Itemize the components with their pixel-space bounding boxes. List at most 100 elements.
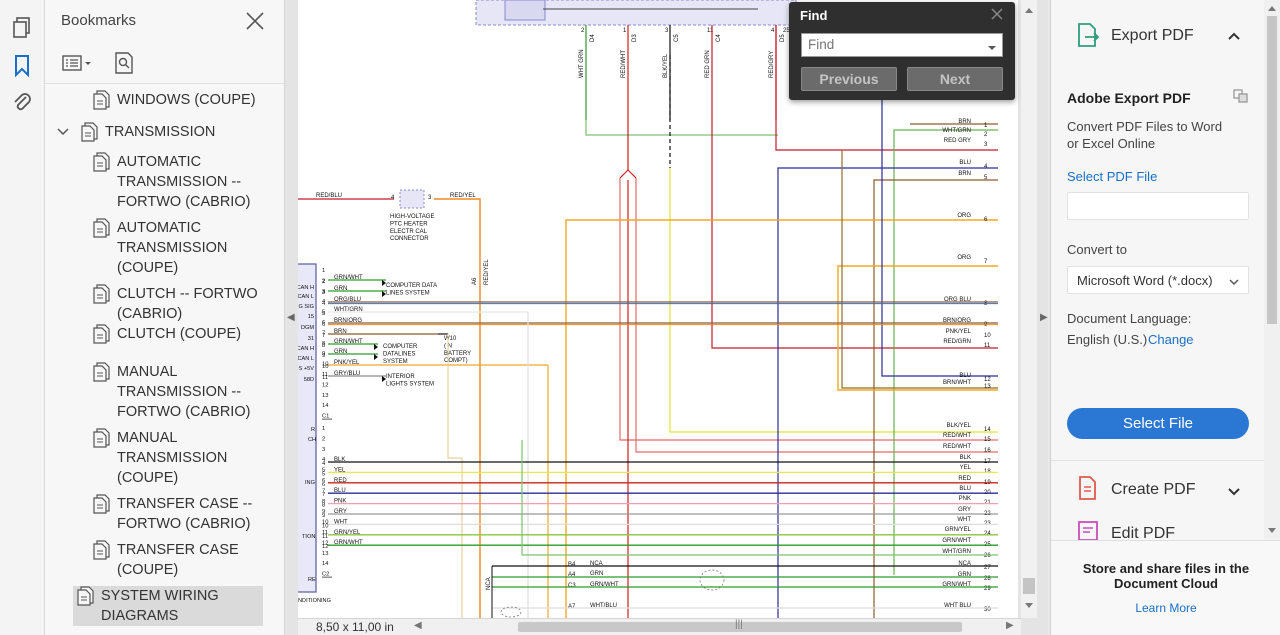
wire-color-label: WHT GRN [579, 49, 585, 78]
change-language-link[interactable]: Change [1148, 332, 1194, 347]
wire [777, 167, 998, 618]
wire-color-label: BLU [959, 160, 971, 166]
find-previous-button[interactable]: Previous [801, 67, 897, 91]
create-pdf-tool[interactable]: Create PDF [1111, 481, 1196, 498]
module-pin-number: 4 [322, 299, 326, 305]
bookmark-folder[interactable]: TRANSMISSION [57, 122, 215, 142]
page-size-label: 8,50 x 11,00 in [316, 620, 394, 634]
bookmark-item[interactable]: MANUAL TRANSMISSION (COUPE) [93, 428, 227, 488]
expand-right-panel-icon[interactable]: ▶ [1040, 312, 1048, 323]
close-icon[interactable] [989, 6, 1005, 22]
bookmark-item[interactable]: TRANSFER CASE (COUPE) [93, 540, 239, 580]
connector-name: CONNECTOR [390, 236, 429, 242]
edit-pdf-tool[interactable]: Edit PDF [1111, 525, 1176, 540]
document-language-value: English (U.S.) [1067, 332, 1148, 347]
learn-more-link[interactable]: Learn More [1135, 601, 1197, 615]
scroll-left-icon[interactable]: ◀ [414, 620, 422, 631]
wire-color-label: GRN [334, 349, 347, 355]
module-pin-label: G SIG [298, 304, 314, 310]
bookmarks-icon[interactable] [10, 54, 34, 78]
selected-file-field[interactable] [1067, 192, 1249, 220]
bookmark-page-icon [93, 362, 111, 382]
arrow-icon [374, 344, 378, 350]
bookmark-page-icon [93, 494, 111, 514]
module-pin-number: 13 [322, 551, 328, 557]
cloud-services-icon[interactable] [1232, 88, 1250, 109]
pin-number: 27 [984, 565, 991, 571]
scroll-right-icon[interactable]: ▶ [1006, 620, 1014, 631]
module-pin-number: 11 [322, 372, 328, 378]
module-pin-number: 6 [322, 320, 325, 326]
connector-tag: C2 [322, 572, 329, 578]
system-name: INTERIOR [386, 374, 415, 380]
bookmark-folder[interactable]: SYSTEM WIRING DIAGRAMS [73, 586, 263, 626]
wire-color-label: GRY [958, 507, 971, 513]
document-horizontal-scrollbar[interactable]: 8,50 x 11,00 in ◀ ||| ▶ [298, 618, 1021, 635]
module-pin-number: 9 [322, 353, 325, 359]
bookmark-page-icon [93, 428, 111, 448]
module-pin-number: 8 [322, 341, 325, 347]
select-file-button[interactable]: Select File [1067, 408, 1249, 439]
bookmark-item[interactable]: CLUTCH (COUPE) [93, 324, 241, 344]
wire-color-label: ORG/BLU [334, 297, 361, 303]
bookmark-item[interactable]: MANUAL TRANSMISSION -- FORTWO (CABRIO) [93, 362, 250, 422]
chevron-up-icon[interactable] [1227, 28, 1241, 46]
pin-number: 3 [665, 28, 669, 34]
pin-number: 12 [984, 377, 991, 383]
connector-tag: C1 [322, 414, 329, 420]
bookmark-item[interactable]: WINDOWS (COUPE) [93, 90, 256, 110]
scrollbar-thumb[interactable] [1267, 16, 1277, 324]
module-text: NDITIONING [298, 598, 331, 604]
wire-color-label: RED/GRN [943, 339, 971, 345]
chevron-down-icon[interactable] [987, 40, 997, 55]
bookmark-item[interactable]: TRANSFER CASE -- FORTWO (CABRIO) [93, 494, 252, 534]
bookmark-item[interactable]: AUTOMATIC TRANSMISSION -- FORTWO (CABRIO… [93, 152, 250, 212]
document-vertical-scrollbar[interactable] [1021, 0, 1037, 618]
module-pin-number: 11 [322, 530, 328, 536]
wire-color-label: BRN [958, 119, 971, 125]
list-options-icon [62, 55, 91, 71]
bookmark-label: CLUTCH -- FORTWO (CABRIO) [117, 286, 258, 322]
pin-number: 3 [428, 195, 432, 201]
chevron-down-icon[interactable] [57, 122, 71, 142]
bookmark-item[interactable]: AUTOMATIC TRANSMISSION (COUPE) [93, 218, 227, 278]
collapse-left-panel-icon[interactable]: ◀ [287, 312, 295, 323]
module-pin-number: 5 [322, 311, 325, 317]
tools-panel-scrollbar[interactable] [1264, 0, 1280, 540]
document-language-label: Document Language: [1067, 311, 1192, 326]
wire-color-label: NCA [486, 577, 492, 590]
wire-color-label: RED GRN [705, 50, 711, 78]
wire-color-label: GRN/WHT [942, 538, 971, 544]
chevron-down-icon[interactable] [1227, 484, 1241, 502]
convert-to-select[interactable]: Microsoft Word (*.docx) [1067, 266, 1249, 294]
select-pdf-link[interactable]: Select PDF File [1067, 169, 1158, 184]
export-pdf-title[interactable]: Export PDF [1111, 27, 1194, 44]
new-bookmark-button[interactable] [113, 50, 135, 76]
wire-color-label: GRY/BLU [334, 371, 360, 377]
wire [521, 440, 998, 556]
scrollbar-thumb[interactable] [1023, 578, 1035, 594]
connector-name: HIGH-VOLTAGE [390, 214, 434, 220]
find-next-button[interactable]: Next [907, 67, 1003, 91]
module-pin-number: 6 [322, 478, 325, 484]
bookmark-label: WINDOWS (COUPE) [117, 92, 256, 108]
scrollbar-thumb[interactable] [518, 622, 962, 632]
bookmark-item[interactable]: CLUTCH -- FORTWO (CABRIO) [93, 284, 258, 324]
find-input[interactable]: Find [801, 33, 1003, 57]
module-pin-number: 9 [322, 509, 325, 515]
module-pin-number: 5 [322, 471, 325, 477]
module-pin-number: 14 [322, 403, 329, 409]
wire-color-label: BRN [958, 171, 971, 177]
bookmark-options-button[interactable] [61, 50, 93, 76]
bookmark-search-icon [115, 52, 133, 74]
pin-number: 14 [984, 427, 991, 433]
attachments-icon[interactable] [10, 90, 34, 114]
page-thumbnails-icon[interactable] [10, 16, 34, 40]
wire-color-label: BLU [959, 373, 971, 379]
pin-number: D3 [632, 34, 638, 42]
close-icon[interactable] [244, 10, 266, 32]
wire-color-label: BLK/YEL [947, 423, 972, 429]
arrow-icon [374, 354, 378, 360]
